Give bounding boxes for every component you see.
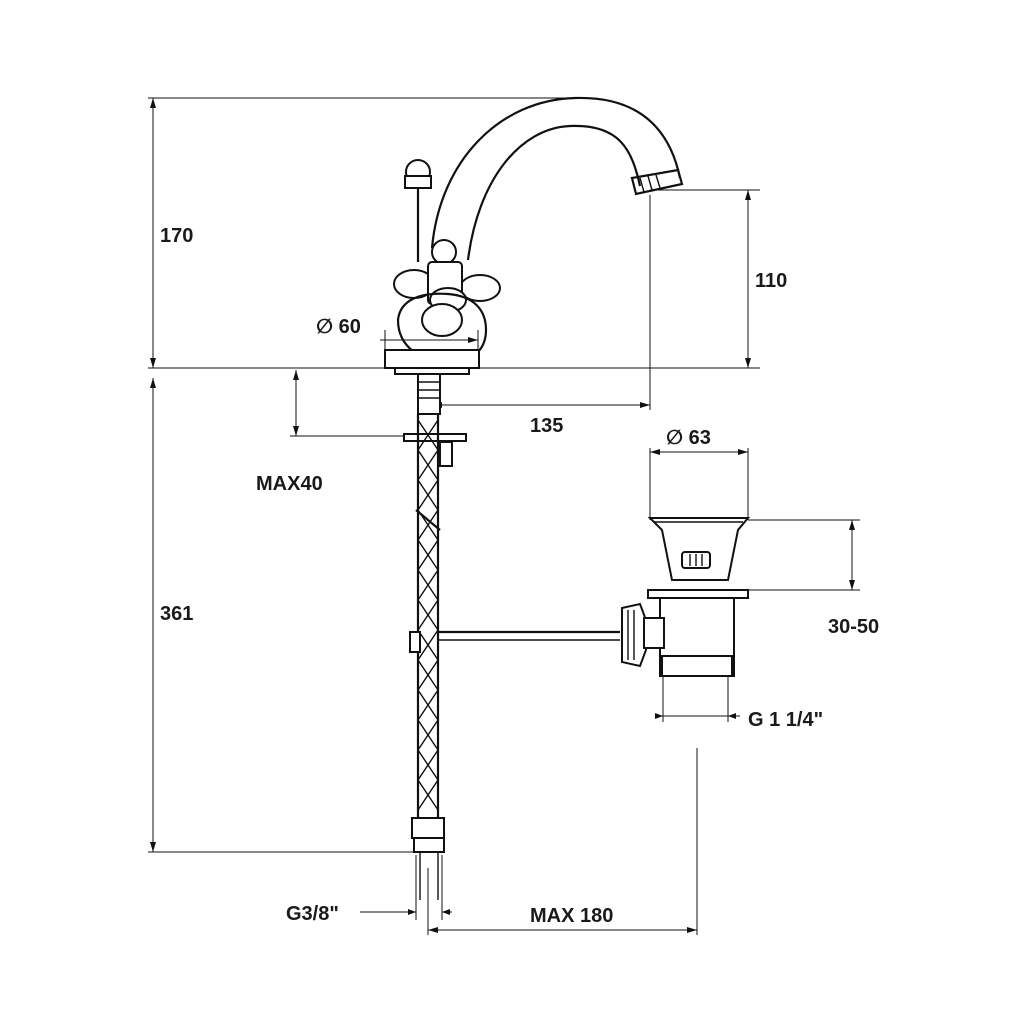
label-base-diameter: ∅ 60 (316, 316, 361, 338)
base-plate (384, 349, 480, 375)
label-waste-diameter: ∅ 63 (666, 427, 711, 449)
waste-drain (621, 517, 751, 677)
lift-rod (404, 159, 432, 262)
label-max-reach: MAX 180 (530, 905, 613, 927)
label-spout-height: 110 (755, 270, 787, 292)
dimension-labels: 170 110 ∅ 60 135 MAX40 ∅ 63 30-50 G 1 1/… (160, 225, 879, 927)
label-height-lower: 361 (160, 603, 193, 625)
label-max-thickness: MAX40 (256, 473, 323, 495)
dimension-arrows (150, 98, 855, 933)
label-height-upper: 170 (160, 225, 193, 247)
label-waste-range: 30-50 (828, 616, 879, 638)
faucet-spout (430, 96, 684, 261)
flexible-hose (411, 414, 445, 900)
mounting-shank (403, 373, 467, 467)
label-spout-reach: 135 (530, 415, 563, 437)
pop-up-rod (409, 509, 620, 653)
label-waste-thread: G 1 1/4" (748, 709, 823, 731)
cross-handle (393, 239, 501, 364)
label-inlet-thread: G3/8" (286, 903, 339, 925)
dimension-lines (148, 97, 860, 935)
